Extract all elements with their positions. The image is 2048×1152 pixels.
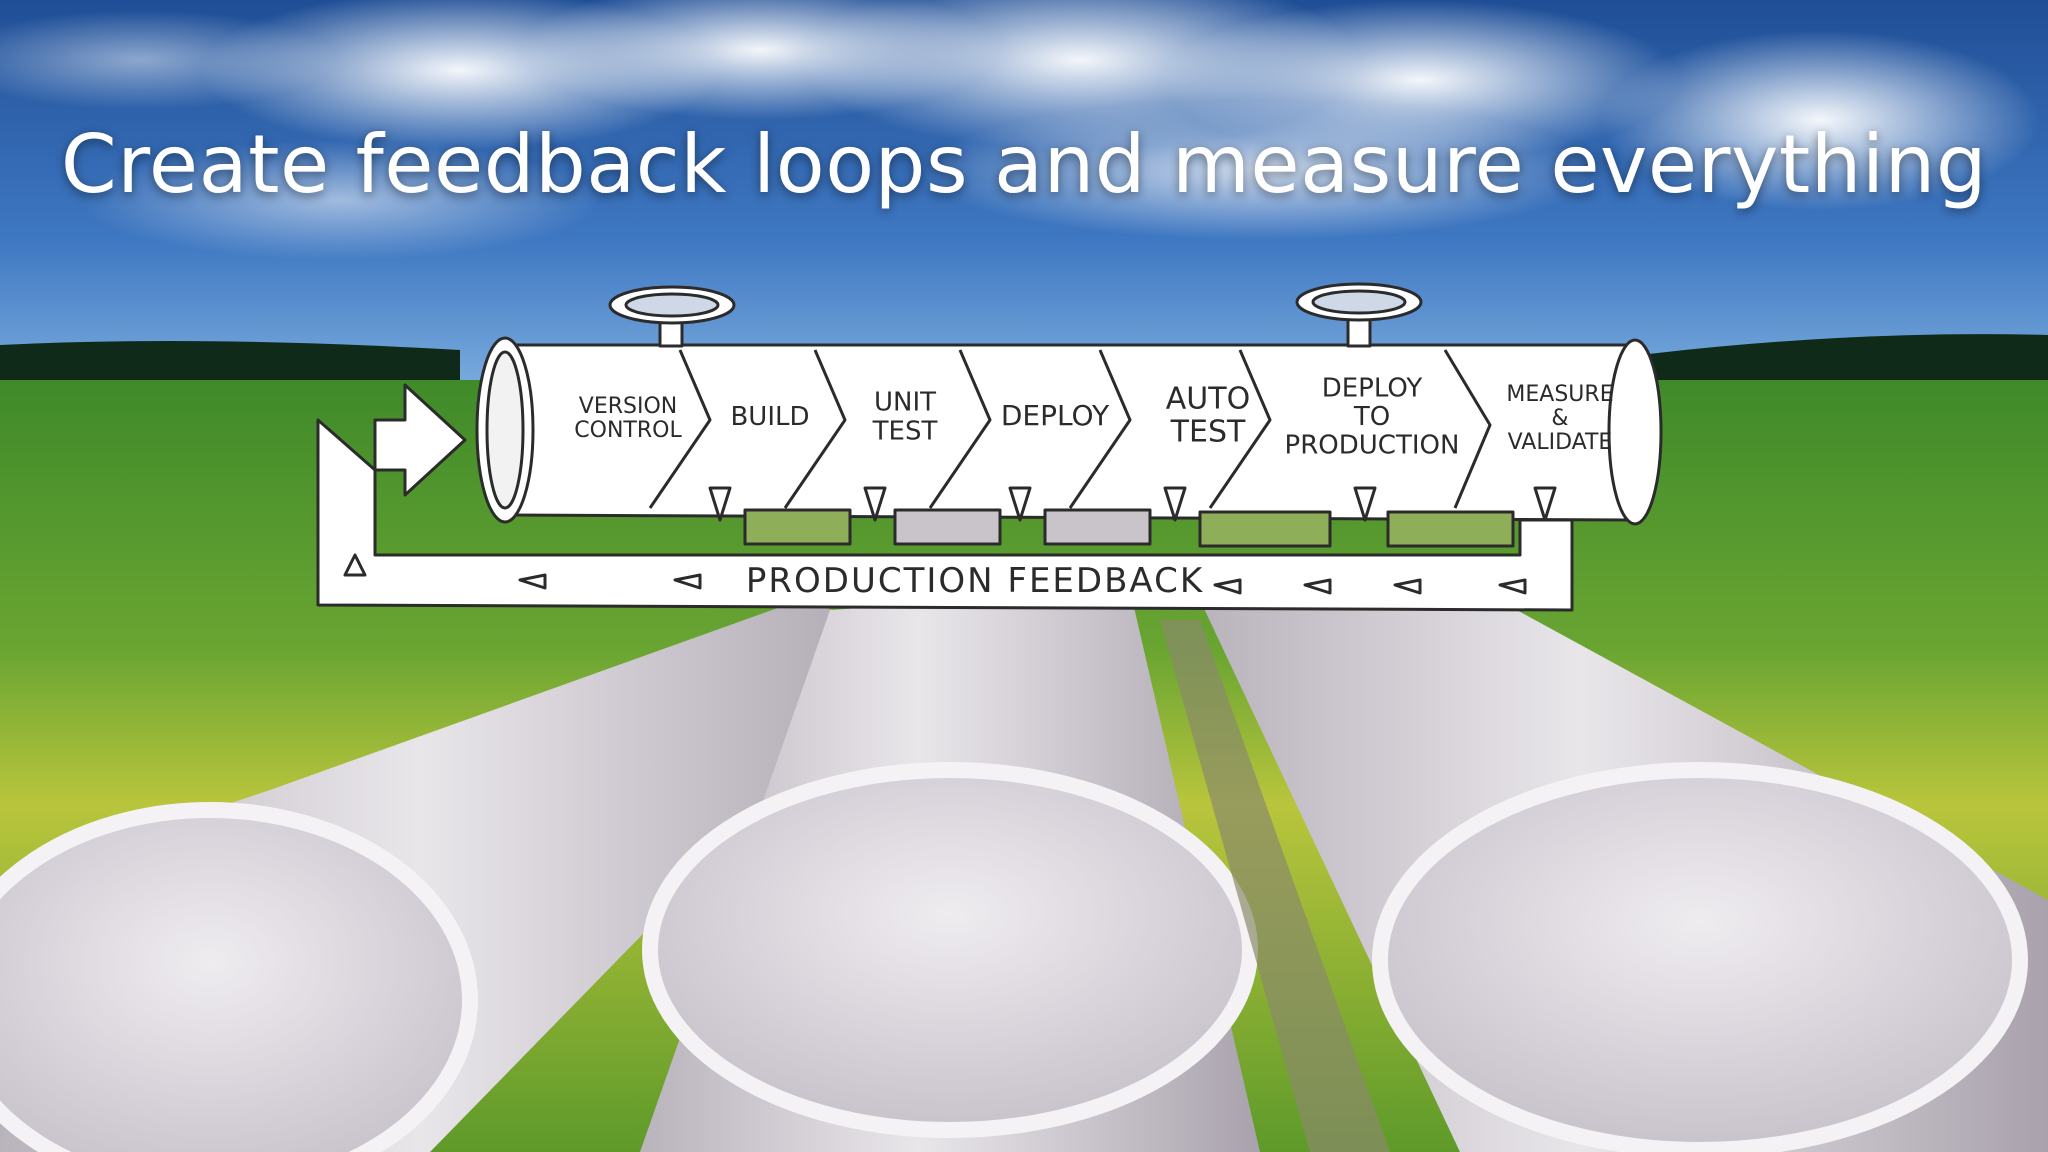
down-arrows (708, 486, 1557, 522)
stage-label-line: & (1551, 406, 1568, 431)
stage-label-line: TEST (872, 416, 938, 446)
feedback-arrows (343, 553, 1527, 595)
valve-left-icon (608, 285, 736, 348)
stage-label-line: UNIT (874, 388, 936, 418)
pipeline-diagram (316, 282, 1663, 612)
stage-label-line: PRODUCTION (1285, 431, 1460, 461)
stage-label-line: VERSION (579, 394, 677, 419)
slide-title: Create feedback loops and measure everyt… (60, 118, 1988, 211)
stage-label-line: TO (1353, 402, 1390, 432)
stage-label-line: BUILD (730, 402, 809, 432)
entry-arrow (373, 383, 467, 497)
stage-label-line: CONTROL (574, 418, 682, 443)
stage-label-2: BUILD (730, 402, 809, 432)
clouds (0, 0, 2040, 260)
valve-right-icon (1295, 282, 1423, 348)
stage-label-4: DEPLOY (1001, 399, 1110, 432)
stage-label-line: DEPLOY (1322, 373, 1423, 403)
stage-label-line: DEPLOY (1001, 399, 1110, 432)
pipe-right-flange (1607, 338, 1663, 526)
stage-label-7: MEASURE&VALIDATE (1506, 382, 1613, 455)
stage-label-line: TEST (1170, 415, 1246, 450)
feedback-label: PRODUCTION FEEDBACK (746, 561, 1204, 601)
stage-label-line: AUTO (1166, 382, 1250, 417)
stage-label-line: VALIDATE (1508, 430, 1613, 455)
foreground-pipes (0, 590, 2048, 1152)
stage-label-line: MEASURE (1506, 382, 1613, 407)
